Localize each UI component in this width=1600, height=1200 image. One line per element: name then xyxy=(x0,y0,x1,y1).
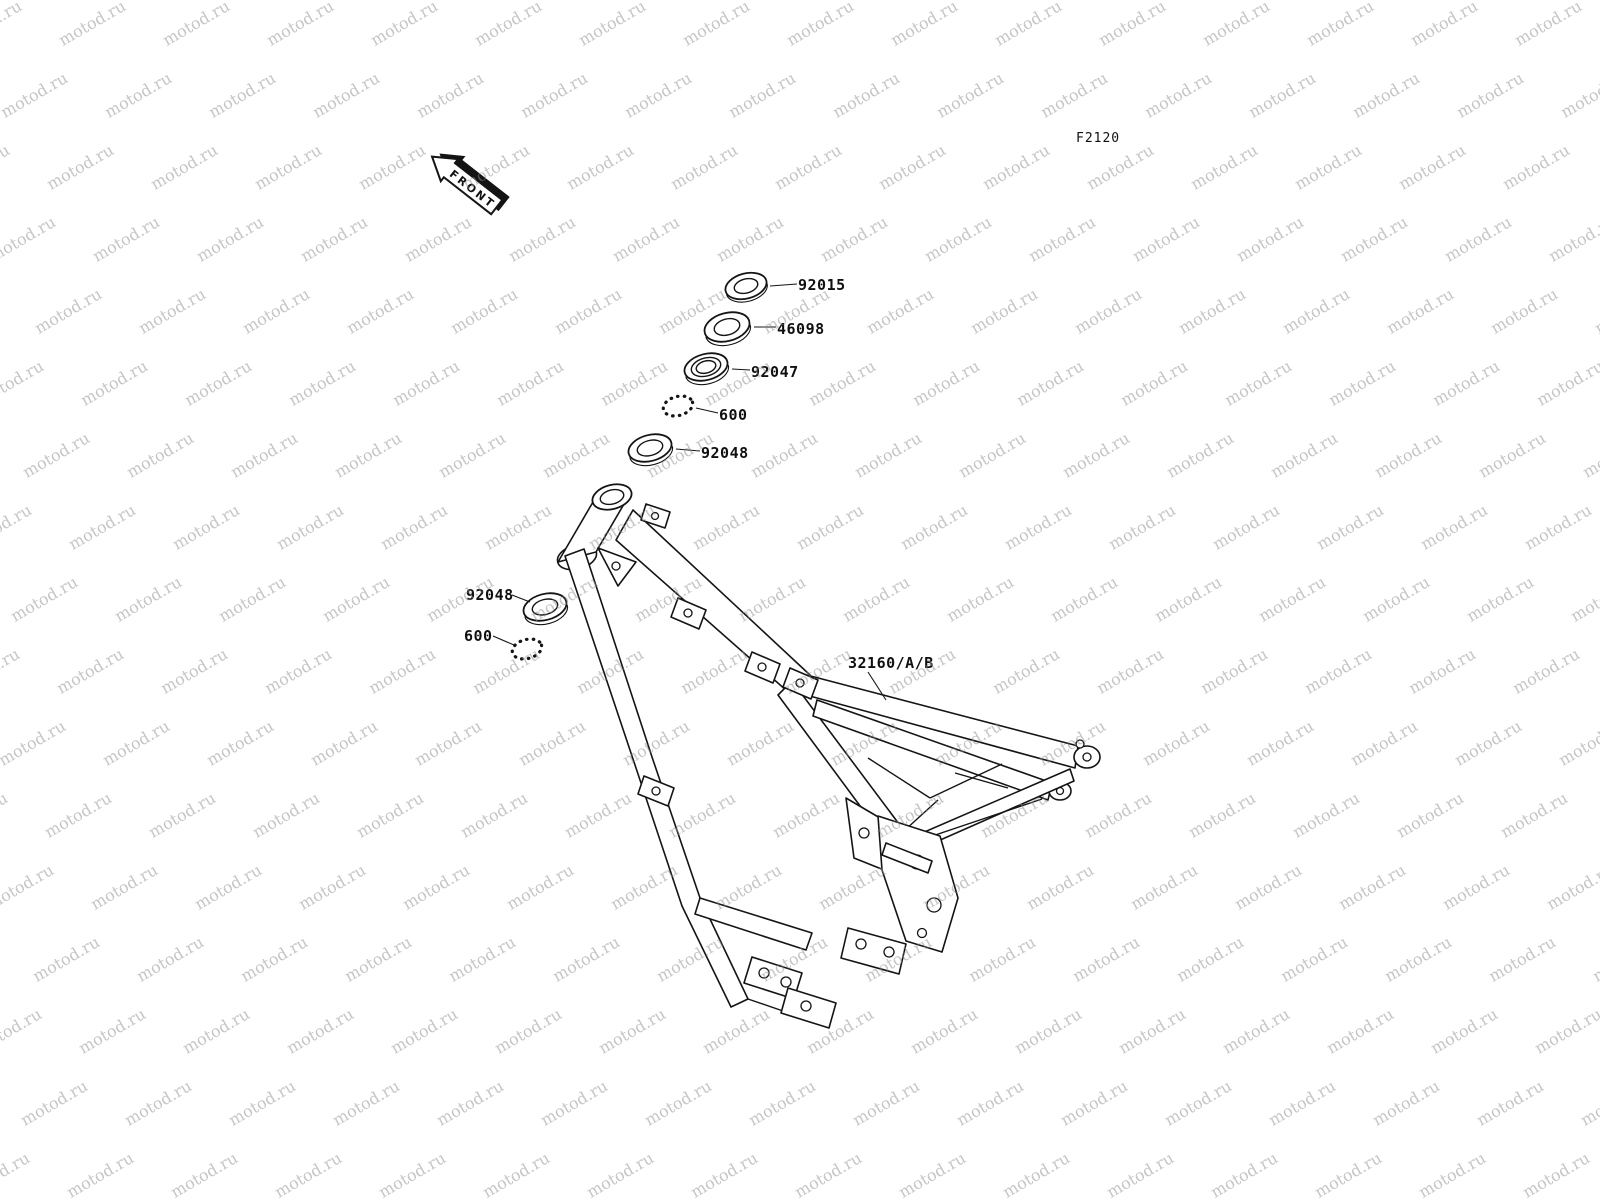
ring-92015-stem-nut xyxy=(724,271,768,303)
part-label-92048-upper: 92048 xyxy=(701,444,749,462)
figure-code: F2120 xyxy=(1076,131,1121,146)
part-label-92015: 92015 xyxy=(798,276,846,294)
ring-600-balls-upper xyxy=(661,394,695,418)
ring-92048-race-lower xyxy=(522,592,569,626)
part-label-600-lower: 600 xyxy=(464,627,493,645)
ring-600-balls-lower xyxy=(510,637,544,661)
leader-lines xyxy=(492,283,887,701)
frame-outline xyxy=(556,483,1101,1029)
front-arrow: FRONT xyxy=(430,153,510,216)
part-label-92048-lower: 92048 xyxy=(466,586,514,604)
front-arrow-body xyxy=(430,155,504,216)
part-label-46098: 46098 xyxy=(777,320,825,338)
ring-92047-bearing xyxy=(683,352,730,386)
part-label-600-upper: 600 xyxy=(719,406,748,424)
part-label-32160: 32160/A/B xyxy=(848,654,934,672)
part-label-92047: 92047 xyxy=(751,363,799,381)
ring-46098-bearing-cover xyxy=(703,311,752,347)
ring-92048-race-upper xyxy=(627,433,674,467)
